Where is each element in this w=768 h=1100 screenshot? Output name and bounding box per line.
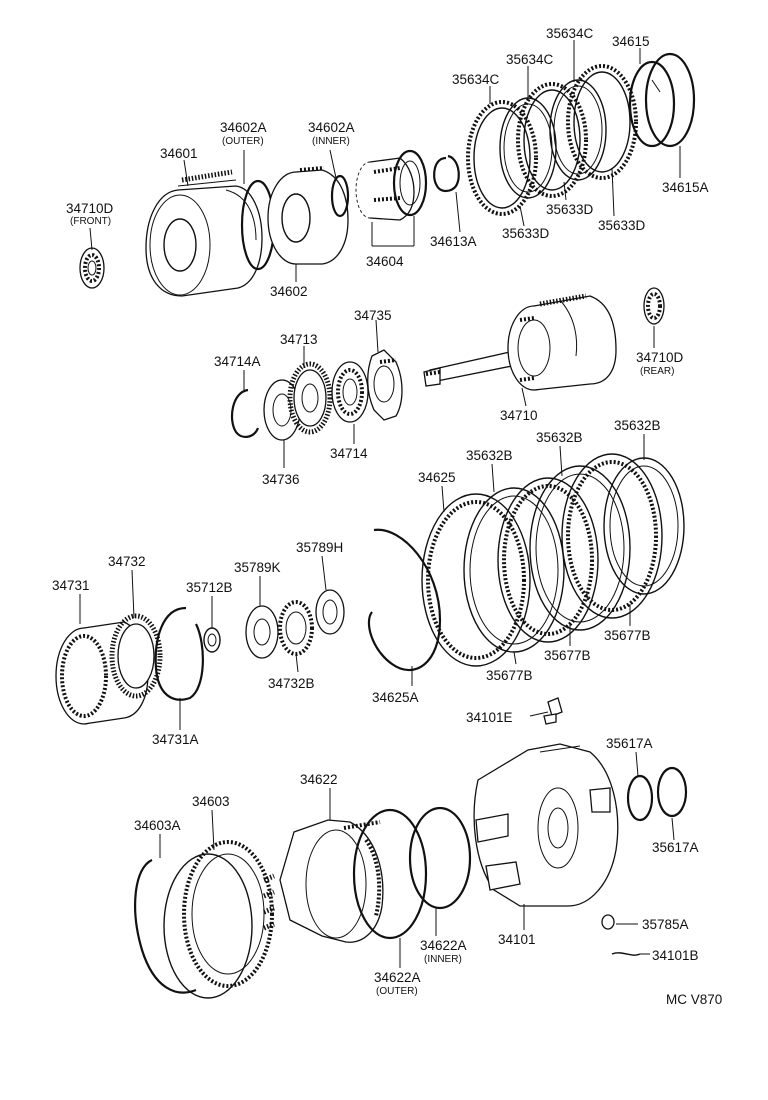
clutch-pack-top: [466, 64, 638, 216]
spring-retainer-34604: [355, 149, 428, 221]
race-35789H: [315, 589, 345, 635]
bearing-34732B: [278, 600, 314, 656]
label-35677B-a: 35677B: [486, 668, 533, 683]
label-34736: 34736: [262, 472, 300, 487]
label-34603A: 34603A: [134, 818, 181, 833]
label-34604: 34604: [366, 254, 404, 269]
part-34101B: [611, 952, 641, 956]
label-34713: 34713: [280, 332, 318, 347]
label-34710D-front-note: (FRONT): [70, 216, 111, 227]
label-35712B: 35712B: [186, 580, 233, 595]
label-35634C-b: 35634C: [506, 52, 554, 67]
o-ring-outer-34622A: [352, 808, 428, 940]
gear-34713: [287, 361, 333, 435]
housing-34101: [473, 743, 619, 907]
label-34602A-inner: 34602A: [308, 120, 355, 135]
plate-34735: [367, 349, 403, 421]
label-34714: 34714: [330, 446, 368, 461]
snap-ring-34625A: [367, 528, 442, 672]
label-34622A-outer: 34622A: [374, 970, 421, 985]
label-35633D-c: 35633D: [598, 218, 646, 233]
label-35617A-a: 35617A: [606, 736, 653, 751]
label-35789H: 35789H: [296, 540, 343, 555]
label-34622A-outer-note: (OUTER): [376, 986, 418, 997]
label-35677B-c: 35677B: [604, 628, 651, 643]
label-35632B-b: 35632B: [536, 430, 583, 445]
label-34710D-front: 34710D: [66, 201, 114, 216]
leader-lines: [79, 40, 681, 968]
label-34714A: 34714A: [214, 354, 261, 369]
label-35617A-b: 35617A: [652, 840, 699, 855]
label-35633D-b: 35633D: [546, 202, 594, 217]
label-34732B: 34732B: [268, 676, 315, 691]
clutch-pack-bottom: [163, 840, 275, 999]
label-35634C-a: 35634C: [452, 72, 500, 87]
label-34615A: 34615A: [662, 180, 709, 195]
o-ring-inner-34602A: [330, 174, 350, 218]
shaft-assembly-34710: [423, 293, 617, 391]
label-34615: 34615: [612, 34, 650, 49]
ring-35617A-a: [626, 774, 654, 822]
label-34101E: 34101E: [466, 710, 513, 725]
label-34602: 34602: [270, 284, 308, 299]
label-35634C-c: 35634C: [546, 26, 594, 41]
label-34731: 34731: [52, 578, 90, 593]
gear-34732: [109, 613, 163, 699]
label-34613A: 34613A: [430, 234, 477, 249]
snap-ring-34714A: [230, 388, 260, 438]
label-34602A-inner-note: (INNER): [312, 136, 350, 147]
label-35632B-c: 35632B: [614, 418, 661, 433]
label-34710D-rear-note: (REAR): [640, 366, 674, 377]
label-34622A-inner: 34622A: [420, 938, 467, 953]
label-34625: 34625: [418, 470, 456, 485]
thrust-bearing-front: [79, 247, 105, 289]
snap-ring-34731A: [154, 606, 204, 701]
rings-34615: [628, 52, 696, 148]
label-34710D-rear: 34710D: [636, 350, 684, 365]
label-35789K: 35789K: [234, 560, 281, 575]
label-34602A-outer-note: (OUTER): [222, 136, 264, 147]
label-35677B-b: 35677B: [544, 648, 591, 663]
label-34731A: 34731A: [152, 732, 199, 747]
label-35632B-a: 35632B: [466, 448, 513, 463]
thrust-bearing-rear: [643, 287, 665, 325]
o-ring-inner-34622A: [408, 806, 472, 910]
label-35633D-a: 35633D: [502, 226, 550, 241]
race-35789K: [245, 605, 279, 659]
label-34101: 34101: [498, 932, 536, 947]
label-34602A-outer: 34602A: [220, 120, 267, 135]
label-34622: 34622: [300, 772, 338, 787]
label-34622A-inner-note: (INNER): [424, 954, 462, 965]
drum-34601: [145, 169, 263, 297]
label-34603: 34603: [192, 794, 230, 809]
label-34101B: 34101B: [652, 948, 699, 963]
label-34625A: 34625A: [372, 690, 419, 705]
ring-35617A-b: [656, 766, 688, 818]
diagram-code: MC V870: [666, 992, 722, 1007]
label-34710: 34710: [500, 408, 538, 423]
label-35785A: 35785A: [642, 917, 689, 932]
piston-34602: [267, 166, 349, 265]
snap-ring-34613A: [433, 154, 460, 193]
label-34732: 34732: [108, 554, 146, 569]
bolt-34101E: [543, 697, 563, 725]
part-labels: 34601 34602A (OUTER) 34602A (INNER) 3563…: [52, 26, 722, 1007]
washer-35712B: [203, 627, 221, 653]
one-way-clutch-34714: [331, 361, 369, 423]
snap-ring-34603A: [134, 858, 197, 994]
label-34735: 34735: [354, 308, 392, 323]
part-35785A: [601, 914, 615, 930]
label-34601: 34601: [160, 146, 198, 161]
